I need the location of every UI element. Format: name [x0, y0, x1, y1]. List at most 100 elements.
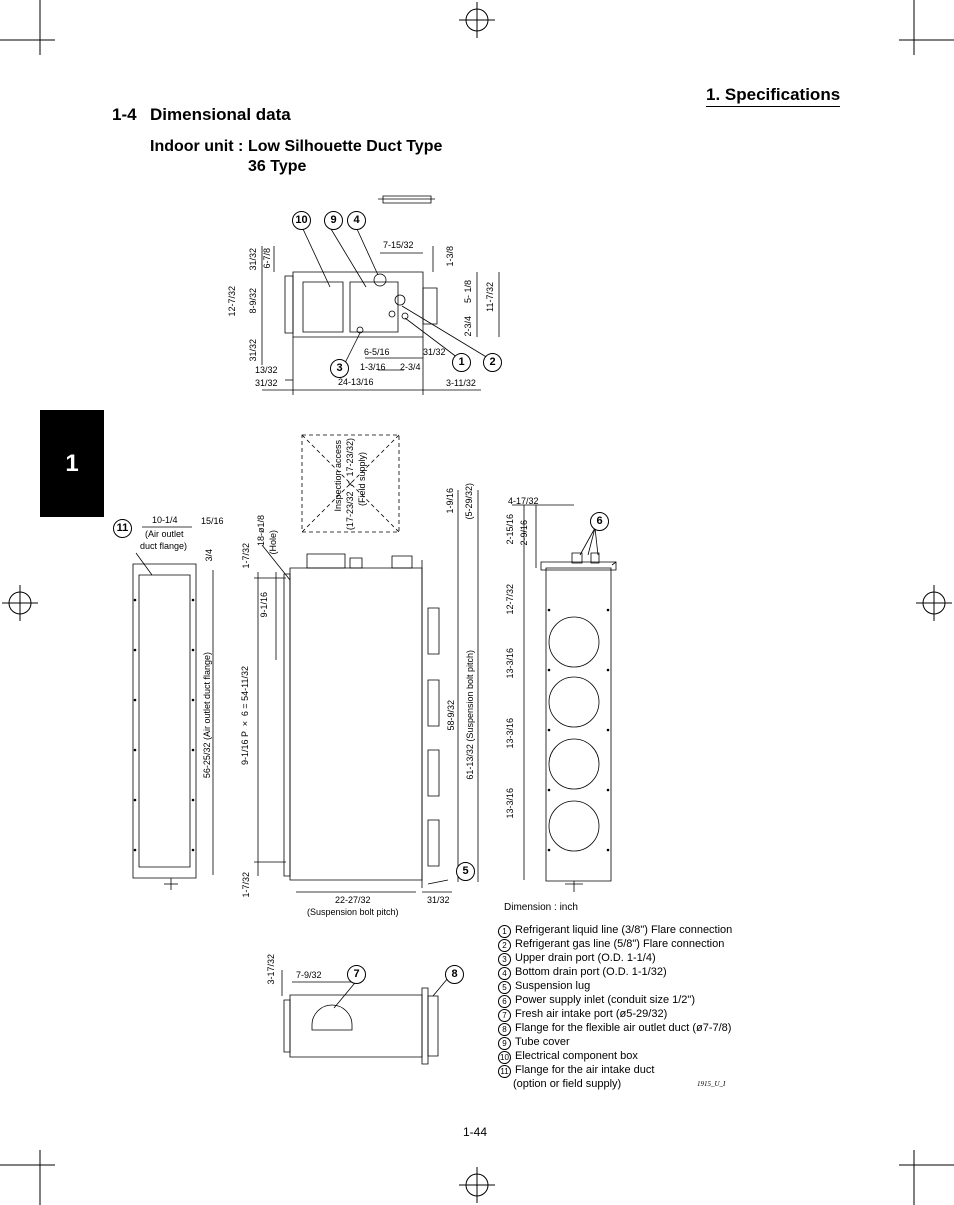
heading-title: Dimensional data [150, 105, 291, 124]
dim-label: 22-27/32 [335, 895, 371, 905]
legend-number: 10 [498, 1051, 511, 1064]
dim-label: 6-7/8 [262, 248, 272, 269]
dim-label: 31/32 [248, 248, 258, 271]
dim-label: 58-9/32 [446, 700, 456, 731]
legend-item: 2 Refrigerant gas line (5/8") Flare conne… [498, 938, 732, 952]
legend-item: 3 Upper drain port (O.D. 1-1/4) [498, 952, 732, 966]
legend-item: 6 Power supply inlet (conduit size 1/2") [498, 994, 732, 1008]
callout-7: 7 [347, 965, 366, 984]
legend-item: 10 Electrical component box [498, 1050, 732, 1064]
dim-label: 1-3/8 [445, 246, 455, 267]
dim-label: 9-1/16 P × 6 = 54-11/32 [240, 666, 250, 765]
unit-capacity: 36 Type [248, 158, 307, 175]
callout-4: 4 [347, 211, 366, 230]
callout-8: 8 [445, 965, 464, 984]
legend-number: 9 [498, 1037, 511, 1050]
legend-text: Upper drain port (O.D. 1-1/4) [515, 952, 656, 964]
dim-label: 1-9/16 [445, 488, 455, 514]
dim-label: 10-1/4 [152, 515, 178, 525]
dim-label: 31/32 [427, 895, 450, 905]
dim-label: 1-7/32 [241, 872, 251, 898]
unit-label: Indoor unit : [150, 138, 244, 155]
inspection-label: Inspection access [333, 440, 343, 512]
heading-number: 1-4 [112, 105, 137, 124]
dim-label: 4-17/32 [508, 496, 539, 506]
dim-label: 2-3/4 [400, 362, 421, 372]
legend-number: 11 [498, 1065, 511, 1078]
dim-label: 61-13/32 (Suspension bolt pitch) [465, 650, 475, 780]
legend-text: Fresh air intake port (ø5-29/32) [515, 1008, 668, 1020]
parts-legend: 1 Refrigerant liquid line (3/8") Flare co… [498, 924, 732, 1091]
legend-item: 4 Bottom drain port (O.D. 1-1/32) [498, 966, 732, 980]
callout-10: 10 [292, 211, 311, 230]
dim-label: (Suspension bolt pitch) [307, 907, 399, 917]
callout-5: 5 [456, 862, 475, 881]
chapter-tab: 1 [40, 410, 104, 517]
inspection-size: (17-23/32 × 17-23/32) [345, 438, 355, 531]
legend-text: Bottom drain port (O.D. 1-1/32) [515, 966, 667, 978]
legend-text: Refrigerant liquid line (3/8") Flare con… [515, 924, 733, 936]
legend-number: 5 [498, 981, 511, 994]
dim-label: 1-3/16 [360, 362, 386, 372]
callout-11: 11 [113, 519, 132, 538]
dim-label: 15/16 [201, 516, 224, 526]
dim-label: duct flange) [140, 541, 188, 551]
legend-item: 9 Tube cover [498, 1036, 732, 1050]
dim-label: 12-7/32 [227, 286, 237, 317]
legend-text: Refrigerant gas line (5/8") Flare connec… [515, 938, 725, 950]
callout-1: 1 [452, 353, 471, 372]
legend-text: Suspension lug [515, 980, 591, 992]
legend-number: 7 [498, 1009, 511, 1022]
dim-label: 31/32 [255, 378, 278, 388]
dim-label: 7-15/32 [383, 240, 414, 250]
legend-text: Flange for the flexible air outlet duct … [515, 1022, 732, 1034]
dim-label: 18-ø1/8 [256, 515, 266, 547]
inspection-note: (Field supply) [357, 452, 367, 507]
dim-label: (5-29/32) [464, 483, 474, 520]
legend-number: 6 [498, 995, 511, 1008]
dim-label: 1-7/32 [241, 543, 251, 569]
dim-label: 3-11/32 [446, 378, 476, 388]
dimension-unit-note: Dimension : inch [504, 902, 578, 913]
dim-label: 3/4 [204, 549, 214, 562]
legend-text: Power supply inlet (conduit size 1/2") [515, 994, 695, 1006]
dim-label: 9-1/16 [259, 592, 269, 618]
legend-continuation: (option or field supply) [513, 1078, 622, 1090]
dim-label: 31/32 [423, 347, 446, 357]
dim-label: 2-3/4 [463, 316, 473, 337]
legend-item: 1 Refrigerant liquid line (3/8") Flare co… [498, 924, 732, 938]
dim-label: 13/32 [255, 365, 278, 375]
callout-9: 9 [324, 211, 343, 230]
dim-label: 5- 1/8 [463, 280, 473, 304]
legend-text: Flange for the air intake duct [515, 1064, 655, 1076]
dim-label: 13-3/16 [505, 648, 515, 679]
legend-item: 8 Flange for the flexible air outlet duct… [498, 1022, 732, 1036]
legend-item: 11 Flange for the air intake duct [498, 1064, 732, 1078]
callout-3: 3 [330, 359, 349, 378]
legend-text: Electrical component box [515, 1050, 638, 1062]
dim-label: 24-13/16 [338, 377, 374, 387]
unit-type: Low Silhouette Duct Type [248, 138, 443, 155]
callout-6: 6 [590, 512, 609, 531]
page-number: 1-44 [463, 1125, 488, 1139]
dim-label: 7-9/32 [296, 970, 322, 980]
dim-label: 56-25/32 (Air outlet duct flange) [202, 652, 212, 779]
dim-label: 2-9/16 [519, 520, 529, 546]
dim-label: 12-7/32 [505, 584, 515, 615]
callout-2: 2 [483, 353, 502, 372]
legend-number: 8 [498, 1023, 511, 1036]
legend-number: 4 [498, 967, 511, 980]
legend-number: 1 [498, 925, 511, 938]
dim-label: (Air outlet [145, 529, 184, 539]
legend-number: 3 [498, 953, 511, 966]
legend-text: Tube cover [515, 1036, 570, 1048]
dim-label: (Hole) [268, 530, 278, 555]
legend-number: 2 [498, 939, 511, 952]
section-title: 1. Specifications [706, 85, 841, 107]
dim-label: 31/32 [248, 339, 258, 362]
dim-label: 6-5/16 [364, 347, 390, 357]
drawing-code: 1915_U_I [697, 1080, 726, 1088]
